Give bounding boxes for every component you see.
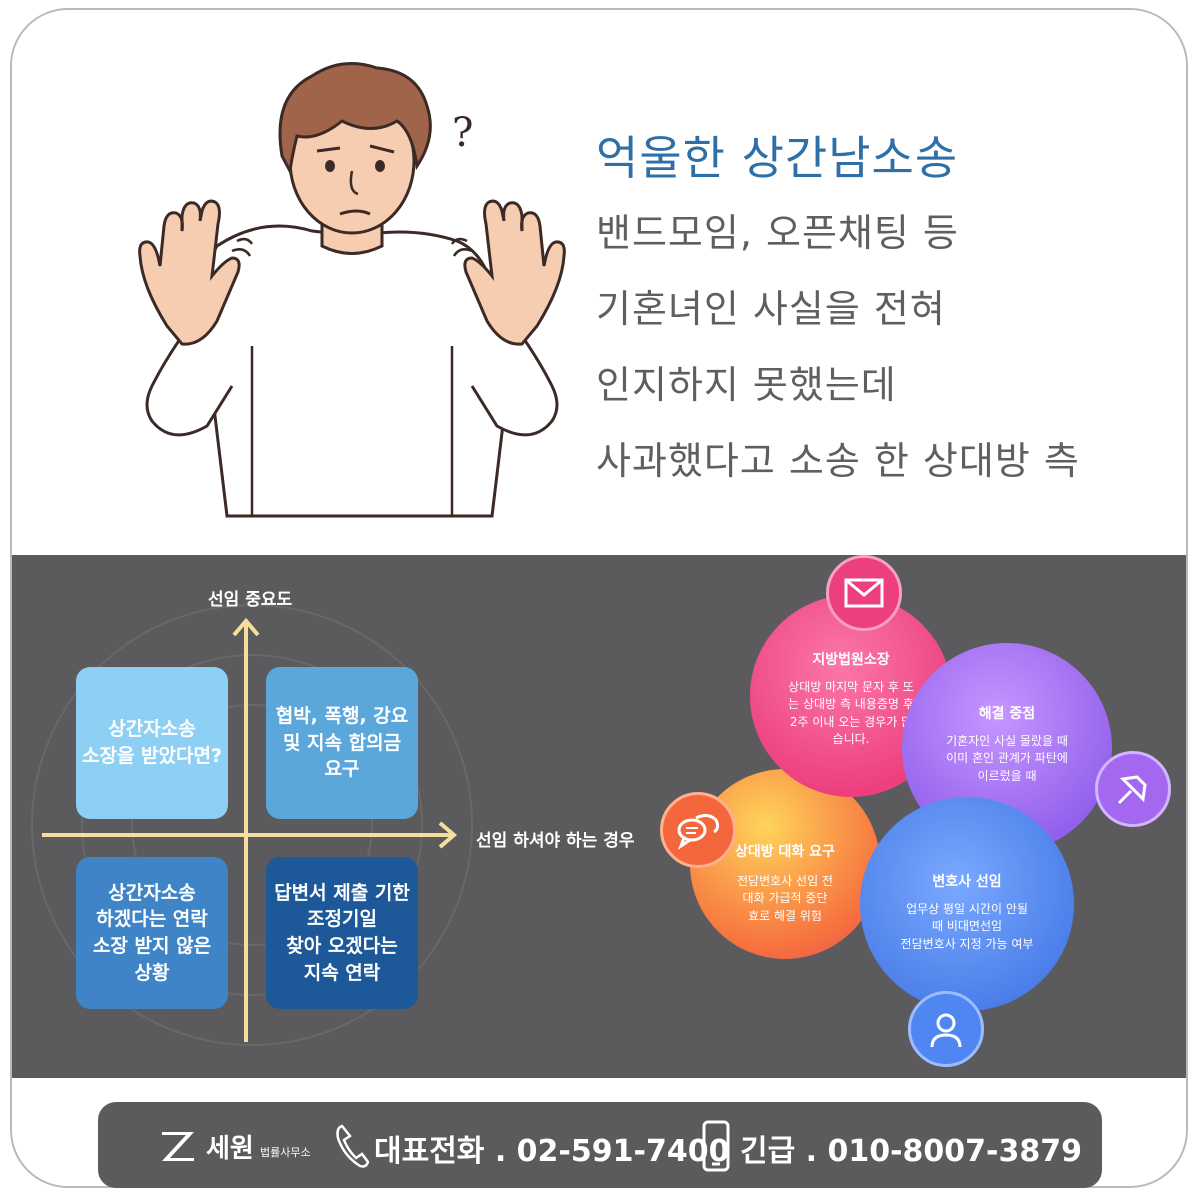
logo-mark-icon	[162, 1132, 194, 1161]
lawyer-icon	[908, 991, 984, 1067]
envelope-icon	[826, 555, 902, 631]
quadrant-bottom-right: 답변서 제출 기한 조정기일 찾아 오겠다는 지속 연락	[266, 857, 418, 1009]
bubble-desc: 상대방 마지막 문자 후 또 는 상대방 측 내용증명 후 2주 이내 오는 경…	[788, 680, 914, 747]
bubble-desc: 전담변호사 선임 전 대화 가급적 중단 효로 해결 위험	[737, 874, 833, 923]
footer-bar: 세원 법률사무소 대표전화 . 02-591-7400 긴급 . 010-800…	[98, 1102, 1102, 1188]
quadrant-top-left: 상간자소송 소장을 받았다면?	[76, 667, 228, 819]
chat-icon	[660, 792, 736, 868]
bubble-desc: 업무상 평일 시간이 안될 때 비대면선임 전담변호사 지정 가능 여부	[900, 902, 1034, 951]
body-line: 기혼녀인 사실을 전혀	[596, 287, 946, 331]
quadrant-bottom-left: 상간자소송 하겠다는 연락 소장 받지 않은 상황	[76, 857, 228, 1009]
quadrant-text: 상간자소송 하겠다는 연락 소장 받지 않은 상황	[92, 881, 212, 984]
logo-sub: 법률사무소	[260, 1146, 311, 1159]
pin-icon	[1095, 751, 1171, 827]
question-mark: ?	[452, 110, 474, 156]
headline: 억울한 상간남소송	[596, 131, 959, 185]
mobile-icon	[702, 1120, 730, 1172]
bubble-desc: 기혼자인 사실 몰랐을 때 이미 혼인 관계가 파탄에 이르렀을 때	[946, 734, 1068, 783]
decorative-rings	[31, 604, 473, 1046]
bubble-lawyer-hire: 변호사 선임 업무상 평일 시간이 안될 때 비대면선임 전담변호사 지정 가능…	[860, 797, 1074, 1011]
body-line: 밴드모임, 오픈채팅 등	[596, 211, 959, 255]
main-phone[interactable]: 대표전화 . 02-591-7400	[374, 1134, 730, 1169]
bubble-title: 지방법원소장	[812, 652, 890, 668]
confused-man-illustration	[138, 62, 566, 518]
x-axis-label: 선임 하셔야 하는 경우	[476, 831, 635, 851]
body-line: 인지하지 못했는데	[596, 363, 897, 407]
bubble-title: 해결 중점	[978, 706, 1036, 722]
quadrant-text: 답변서 제출 기한 조정기일 찾아 오겠다는 지속 연락	[274, 881, 410, 984]
quadrant-text: 상간자소송 소장을 받았다면?	[82, 718, 222, 767]
body-line: 사과했다고 소송 한 상대방 측	[596, 439, 1080, 483]
info-section: 선임 중요도 선임 하셔야 하는 경우 상간자소송 소장을 받았다면? 협박, …	[12, 555, 1186, 1078]
quadrant-top-right: 협박, 폭행, 강요 및 지속 합의금 요구	[266, 667, 418, 819]
bubble-title: 상대방 대화 요구	[735, 844, 835, 860]
hero-section: ? 억울한 상간남소송 밴드모임, 오픈채팅 등 기혼녀인 사실을 전혀 인지하…	[12, 10, 1186, 555]
phone-icon	[336, 1124, 370, 1168]
page-frame: ? 억울한 상간남소송 밴드모임, 오픈채팅 등 기혼녀인 사실을 전혀 인지하…	[10, 8, 1188, 1188]
matrix-axes	[42, 617, 458, 1042]
bubble-title: 변호사 선임	[932, 874, 1002, 890]
y-axis-label: 선임 중요도	[208, 590, 293, 610]
quadrant-text: 협박, 폭행, 강요 및 지속 합의금 요구	[275, 705, 409, 781]
urgent-phone[interactable]: 긴급 . 010-8007-3879	[740, 1134, 1083, 1169]
logo-name: 세원	[206, 1134, 254, 1164]
